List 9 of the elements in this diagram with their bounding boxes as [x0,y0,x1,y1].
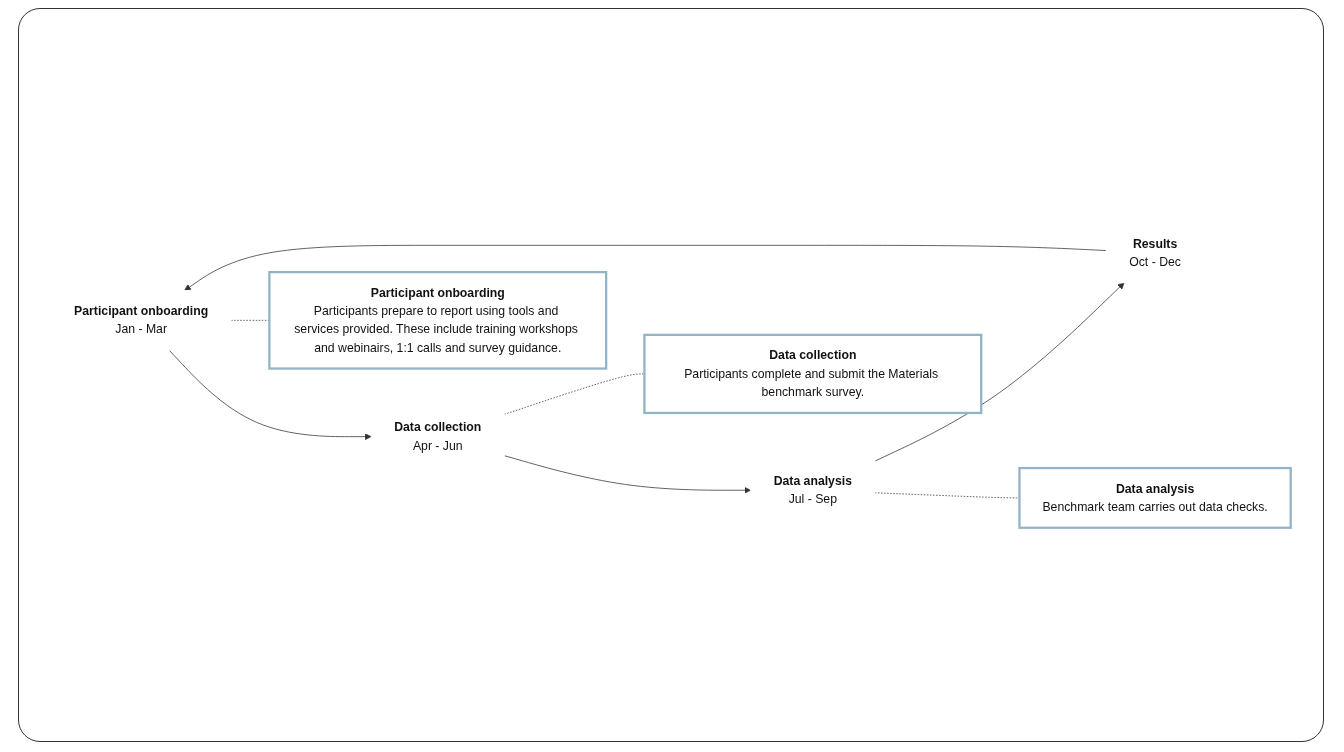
node-text: Data collection Apr - Jun [394,420,482,452]
node-box [643,333,983,414]
node-text: Results Oct - Dec [1129,236,1182,268]
node-box [268,270,608,370]
node-text: Data analysis Jul - Sep [773,473,853,506]
node-box [1018,466,1292,529]
card-background: Participant onboarding Jan - Mar Data collection Apr - Jun Data analysis Jul - Sep Results Oct - Dec Participant onboarding Participants prepare to report using tools and services provided. These include training workshops and webinairs, 1:1 calls and survey guidance. Data collection Participants complete and submit the Materials benchmark survey. Data analysis Benchmark team carries out data checks. [18,8,1324,742]
node-text: Participant onboarding Jan - Mar [74,303,209,336]
connector [874,491,1020,498]
